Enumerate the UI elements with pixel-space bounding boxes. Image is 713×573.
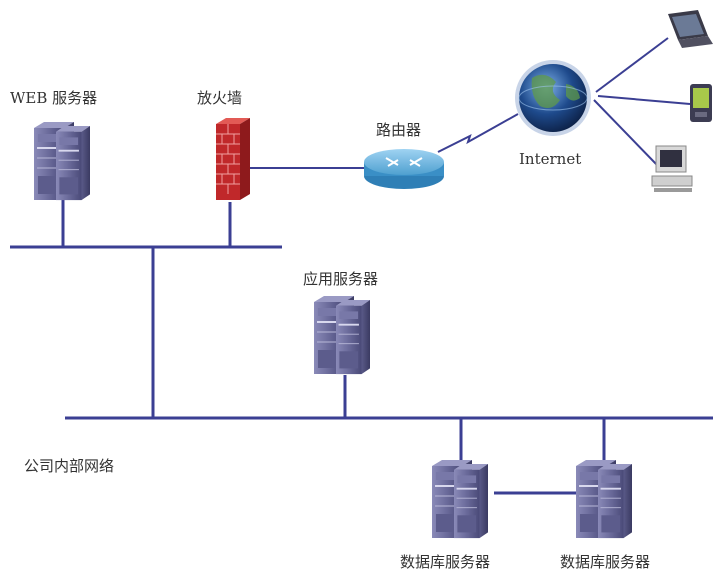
desktop-computer-icon [651,145,693,192]
laptop-icon [668,10,713,48]
web-server-icon [33,121,91,202]
globe-desktop-line [593,99,659,167]
db-server-2-icon [575,459,633,540]
db-server-1-icon [431,459,489,540]
app-server-icon [313,295,371,376]
db-server-1-label: 数据库服务器 [400,553,490,571]
globe-icon [515,60,591,136]
router-disc-icon [364,149,444,189]
internal-network-label: 公司内部网络 [24,457,114,475]
web-server-label: WEB 服务器 [10,89,97,107]
globe-laptop-line [595,37,669,93]
db-server-2-label: 数据库服务器 [560,553,650,571]
globe-pda-line [597,95,691,105]
internet-label: Internet [519,150,581,168]
router-internet-lightning-line [437,113,519,153]
pda-icon [690,84,712,122]
router-label: 路由器 [376,121,421,139]
app-server-label: 应用服务器 [303,270,378,288]
brick-firewall-icon [216,118,250,200]
firewall-label: 放火墙 [197,89,242,107]
